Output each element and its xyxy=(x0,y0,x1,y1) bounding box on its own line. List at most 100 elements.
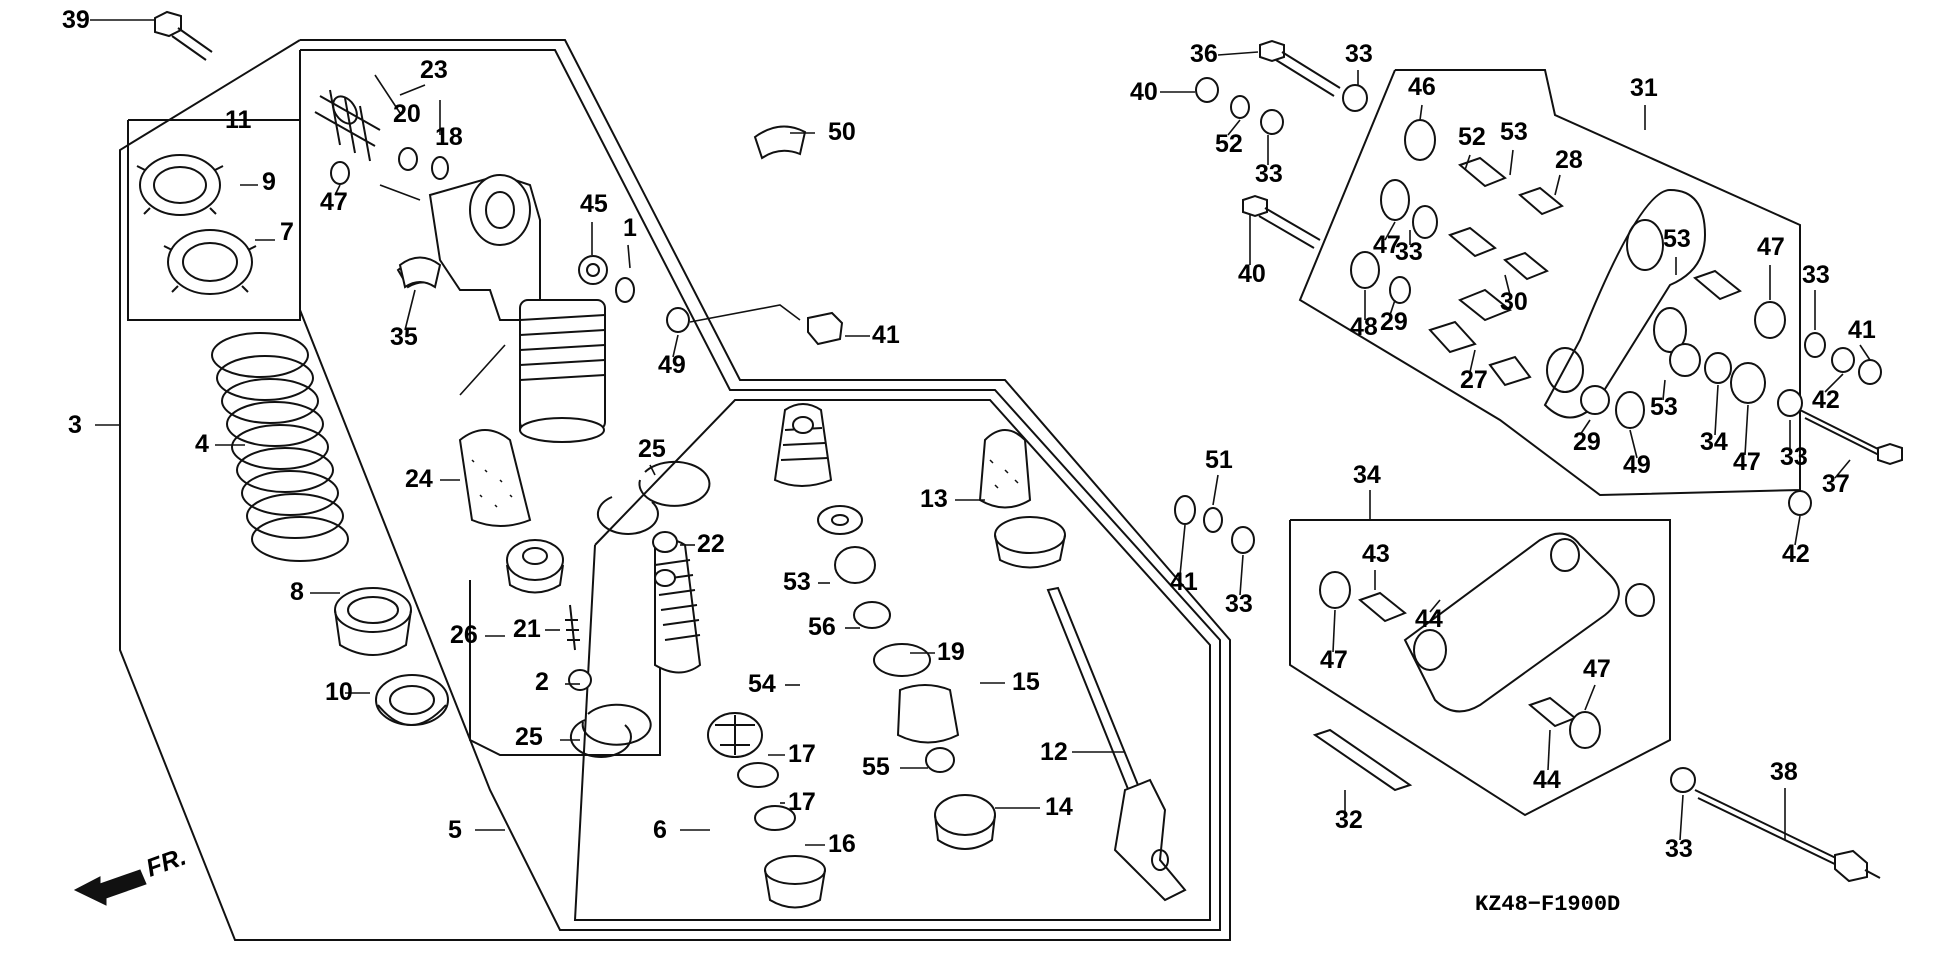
callout-number: 41 xyxy=(1170,568,1198,596)
callout-47: 47 xyxy=(1583,655,1611,711)
callout-47: 47 xyxy=(320,184,348,216)
callout-number: 34 xyxy=(1700,428,1728,456)
callout-number: 22 xyxy=(697,530,725,558)
leader-line xyxy=(374,74,401,114)
callout-number: 2 xyxy=(535,668,549,696)
callout-number: 47 xyxy=(320,188,348,216)
callout-number: 51 xyxy=(1205,446,1233,474)
callout-number: 49 xyxy=(658,351,686,379)
callout-number: 53 xyxy=(1650,393,1678,421)
callout-number: 25 xyxy=(638,435,666,463)
callout-32: 32 xyxy=(1335,790,1363,834)
callout-number: 41 xyxy=(1848,316,1876,344)
leader-line xyxy=(399,84,426,96)
callout-number: 42 xyxy=(1782,540,1810,568)
callout-number: 11 xyxy=(225,106,252,134)
callout-11: 11 xyxy=(225,106,300,134)
callout-number: 13 xyxy=(920,485,948,513)
callout-8: 8 xyxy=(290,578,340,606)
callout-56: 56 xyxy=(808,613,860,641)
leader-line xyxy=(1504,274,1511,296)
leader-line xyxy=(1794,515,1801,546)
callout-31: 31 xyxy=(1630,74,1658,130)
leader-line xyxy=(1239,554,1244,596)
callout-42: 42 xyxy=(1782,515,1810,568)
leader-line xyxy=(1679,794,1684,841)
callout-2: 2 xyxy=(535,668,580,696)
callout-number: 25 xyxy=(515,723,543,751)
callout-number: 15 xyxy=(1012,668,1040,696)
callout-52: 52 xyxy=(1215,119,1243,158)
callout-number: 29 xyxy=(1573,428,1601,456)
callout-number: 43 xyxy=(1362,540,1390,568)
callout-number: 47 xyxy=(1733,448,1761,476)
leader-line xyxy=(1419,104,1423,121)
callout-47: 47 xyxy=(1373,221,1401,259)
callout-number: 33 xyxy=(1665,835,1693,863)
callout-number: 3 xyxy=(68,411,82,439)
callout-6: 6 xyxy=(653,816,710,844)
callout-number: 47 xyxy=(1373,231,1401,259)
callout-41: 41 xyxy=(845,321,900,349)
callout-number: 33 xyxy=(1395,238,1423,266)
spring-seats xyxy=(334,587,449,726)
callout-44: 44 xyxy=(1533,729,1561,794)
callout-55: 55 xyxy=(862,753,928,781)
callout-number: 33 xyxy=(1345,40,1373,68)
link-group xyxy=(1174,495,1881,883)
callout-number: 28 xyxy=(1555,146,1583,174)
leader-line xyxy=(1584,684,1596,711)
leader-line xyxy=(1834,459,1851,479)
callout-54: 54 xyxy=(748,670,800,698)
leader-line xyxy=(1227,119,1241,136)
callout-number: 48 xyxy=(1350,313,1378,341)
callout-47: 47 xyxy=(1733,404,1761,476)
callout-41: 41 xyxy=(1848,316,1876,361)
leader-line xyxy=(334,184,341,196)
callout-number: 37 xyxy=(1822,470,1850,498)
callout-53: 53 xyxy=(1500,118,1528,176)
callout-39: 39 xyxy=(62,6,155,34)
diagram-code: KZ48−F1900D xyxy=(1475,892,1620,917)
callout-29: 29 xyxy=(1573,419,1601,456)
lock-nuts xyxy=(136,154,257,295)
outline-9-7 xyxy=(127,119,301,321)
callout-19: 19 xyxy=(910,638,965,666)
callout-49: 49 xyxy=(1623,429,1651,479)
leader-line xyxy=(1579,419,1591,436)
leader-line xyxy=(1629,429,1638,459)
callout-number: 6 xyxy=(653,816,667,844)
callout-number: 52 xyxy=(1458,123,1486,151)
callout-number: 7 xyxy=(280,218,294,246)
callout-number: 50 xyxy=(828,118,856,146)
leader-line xyxy=(1859,344,1871,361)
callout-number: 18 xyxy=(435,123,463,151)
direction-label: FR. xyxy=(142,843,189,883)
callout-number: 47 xyxy=(1583,655,1611,683)
callout-number: 23 xyxy=(420,56,448,84)
callout-36: 36 xyxy=(1190,40,1259,68)
callout-number: 40 xyxy=(1130,78,1158,106)
callout-44: 44 xyxy=(1415,599,1443,633)
callout-number: 54 xyxy=(748,670,776,698)
callout-50: 50 xyxy=(790,118,856,146)
leader-line xyxy=(1469,349,1476,373)
callout-number: 52 xyxy=(1215,130,1243,158)
callout-number: 33 xyxy=(1225,590,1253,618)
callout-number: 17 xyxy=(788,788,816,816)
callout-number: 10 xyxy=(325,678,353,706)
callout-5: 5 xyxy=(448,816,505,844)
callout-37: 37 xyxy=(1822,459,1851,498)
bumper-stack xyxy=(773,403,996,850)
callout-number: 27 xyxy=(1460,366,1488,394)
callout-22: 22 xyxy=(680,530,725,558)
callout-41: 41 xyxy=(1170,524,1198,596)
callout-33: 33 xyxy=(1802,261,1830,330)
damper-body xyxy=(379,173,606,443)
leader-line xyxy=(649,464,656,476)
callout-33: 33 xyxy=(1395,230,1423,266)
callout-23: 23 xyxy=(399,56,448,96)
callout-number: 47 xyxy=(1320,646,1348,674)
callout-number: 19 xyxy=(937,638,965,666)
